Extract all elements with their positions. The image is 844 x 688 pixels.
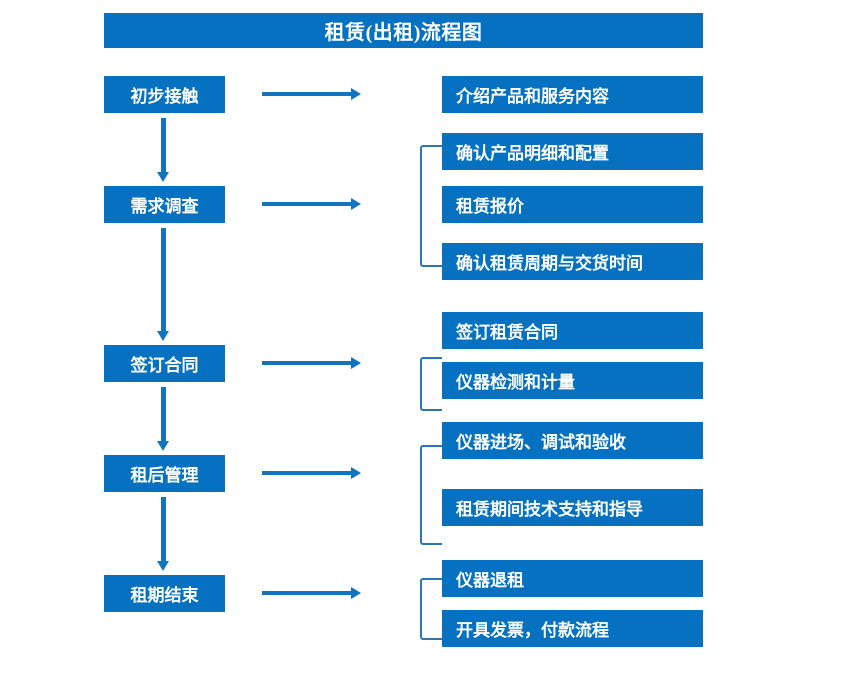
arrow-head: [351, 198, 361, 210]
arrow-head: [157, 441, 169, 451]
detail-label: 签订租赁合同: [456, 323, 558, 342]
page-title-text: 租赁(出租)流程图: [324, 22, 483, 44]
stage-label: 租期结束: [130, 586, 199, 605]
page-title: 租赁(出租)流程图: [104, 13, 703, 48]
detail-box-instrument-onsite-commissioning[interactable]: 仪器进场、调试和验收: [442, 422, 703, 459]
arrow-head: [157, 331, 169, 341]
detail-box-sign-rental-contract[interactable]: 签订租赁合同: [442, 312, 703, 349]
down-arrow-icon-stage3-to-stage4: [157, 387, 170, 451]
arrow-head: [351, 357, 361, 369]
detail-label: 租赁报价: [456, 197, 524, 216]
down-arrow-icon-stage1-to-stage2: [157, 118, 170, 182]
arrow-head: [157, 561, 169, 571]
detail-box-confirm-product-specs[interactable]: 确认产品明细和配置: [442, 133, 703, 170]
arrow-head: [351, 88, 361, 100]
arrow-shaft: [161, 387, 166, 441]
arrow-shaft: [262, 202, 352, 206]
stage-box-sign-contract[interactable]: 签订合同: [104, 345, 225, 382]
detail-label: 仪器进场、调试和验收: [456, 433, 626, 452]
arrow-shaft: [161, 497, 166, 561]
arrow-head: [157, 172, 169, 182]
detail-label: 确认租赁周期与交货时间: [456, 254, 643, 273]
arrow-shaft: [262, 361, 352, 365]
arrow-head: [351, 587, 361, 599]
down-arrow-icon-stage2-to-stage3: [157, 228, 170, 341]
stage-label: 初步接触: [130, 87, 199, 106]
detail-box-confirm-rental-period[interactable]: 确认租赁周期与交货时间: [442, 243, 703, 280]
detail-label: 开具发票，付款流程: [456, 621, 609, 640]
arrow-head: [351, 467, 361, 479]
detail-label: 仪器退租: [456, 571, 524, 590]
detail-box-introduce-products[interactable]: 介绍产品和服务内容: [442, 76, 703, 113]
arrow-shaft: [161, 228, 166, 331]
detail-label: 仪器检测和计量: [456, 373, 575, 392]
group-bracket-needs-survey: [420, 145, 442, 267]
detail-box-instrument-inspection[interactable]: 仪器检测和计量: [442, 362, 703, 399]
group-bracket-rental-end: [420, 578, 442, 640]
right-arrow-icon-stage4: [262, 467, 361, 479]
detail-label: 租赁期间技术支持和指导: [456, 500, 643, 519]
stage-label: 需求调查: [130, 197, 199, 216]
arrow-shaft: [262, 92, 352, 96]
detail-label: 确认产品明细和配置: [456, 144, 609, 163]
stage-box-needs-survey[interactable]: 需求调查: [104, 186, 225, 223]
group-bracket-sign-contract: [420, 357, 442, 411]
detail-label: 介绍产品和服务内容: [456, 87, 609, 106]
arrow-shaft: [262, 591, 352, 595]
stage-box-post-rental-management[interactable]: 租后管理: [104, 455, 225, 492]
group-bracket-post-rental-management: [420, 445, 442, 545]
detail-box-technical-support[interactable]: 租赁期间技术支持和指导: [442, 489, 703, 526]
right-arrow-icon-stage3: [262, 357, 361, 369]
right-arrow-icon-stage2: [262, 198, 361, 210]
right-arrow-icon-stage5: [262, 587, 361, 599]
detail-box-invoice-payment[interactable]: 开具发票，付款流程: [442, 610, 703, 647]
down-arrow-icon-stage4-to-stage5: [157, 497, 170, 571]
arrow-shaft: [161, 118, 166, 172]
stage-box-initial-contact[interactable]: 初步接触: [104, 76, 225, 113]
stage-box-rental-end[interactable]: 租期结束: [104, 575, 225, 612]
stage-label: 签订合同: [130, 356, 199, 375]
detail-box-instrument-return[interactable]: 仪器退租: [442, 560, 703, 597]
stage-label: 租后管理: [130, 466, 199, 485]
arrow-shaft: [262, 471, 352, 475]
right-arrow-icon-stage1: [262, 88, 361, 100]
detail-box-rental-quotation[interactable]: 租赁报价: [442, 186, 703, 223]
